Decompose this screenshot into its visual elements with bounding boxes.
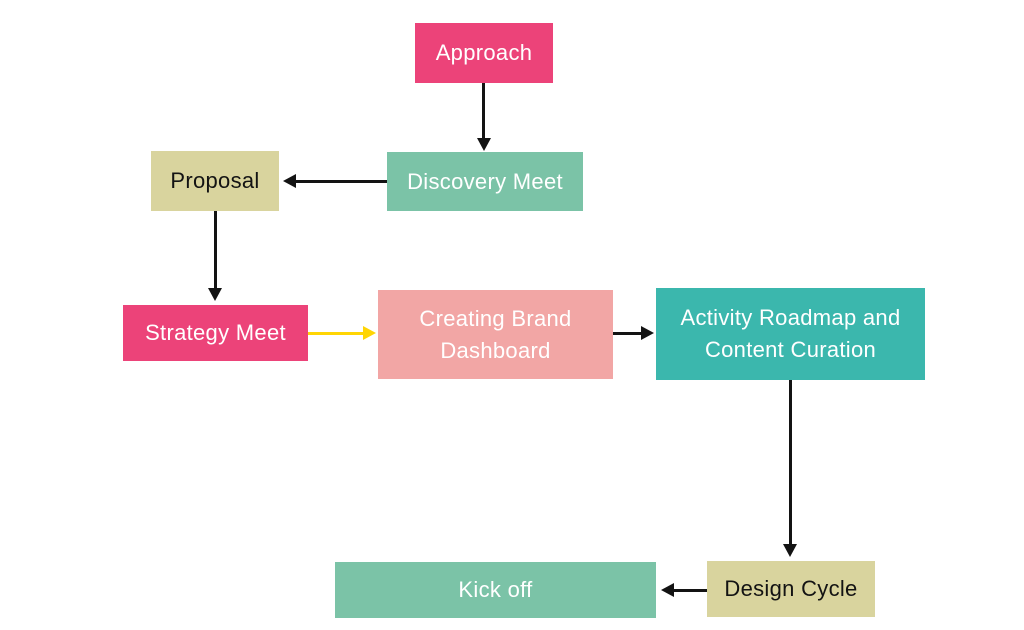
edge-line: [613, 332, 642, 335]
node-strategy-meet-label: Strategy Meet: [145, 320, 286, 346]
arrowhead-down-icon: [783, 544, 797, 557]
arrowhead-left-icon: [283, 174, 296, 188]
edge-line: [482, 83, 485, 139]
arrowhead-down-icon: [477, 138, 491, 151]
node-proposal: Proposal: [151, 151, 279, 211]
edge-line: [308, 332, 364, 335]
node-approach: Approach: [415, 23, 553, 83]
edge-line: [674, 589, 707, 592]
node-discovery-meet-label: Discovery Meet: [407, 168, 563, 194]
arrowhead-left-icon: [661, 583, 674, 597]
node-design-cycle-label: Design Cycle: [724, 576, 858, 602]
node-strategy-meet: Strategy Meet: [123, 305, 308, 361]
node-design-cycle: Design Cycle: [707, 561, 875, 617]
node-kick-off-label: Kick off: [458, 577, 533, 603]
node-creating-brand-dashboard-label: Creating Brand Dashboard: [419, 305, 572, 363]
arrowhead-right-icon: [641, 326, 654, 340]
node-activity-roadmap-label: Activity Roadmap and Content Curation: [680, 305, 901, 362]
node-kick-off: Kick off: [335, 562, 656, 618]
edge-line: [214, 211, 217, 289]
arrowhead-down-icon: [208, 288, 222, 301]
node-discovery-meet: Discovery Meet: [387, 152, 583, 211]
arrowhead-right-icon: [363, 326, 376, 340]
node-proposal-label: Proposal: [170, 168, 260, 194]
node-activity-roadmap: Activity Roadmap and Content Curation: [656, 288, 925, 380]
edge-line: [789, 380, 792, 545]
node-creating-brand-dashboard: Creating Brand Dashboard: [378, 290, 613, 379]
edge-line: [296, 180, 387, 183]
node-approach-label: Approach: [435, 40, 533, 66]
